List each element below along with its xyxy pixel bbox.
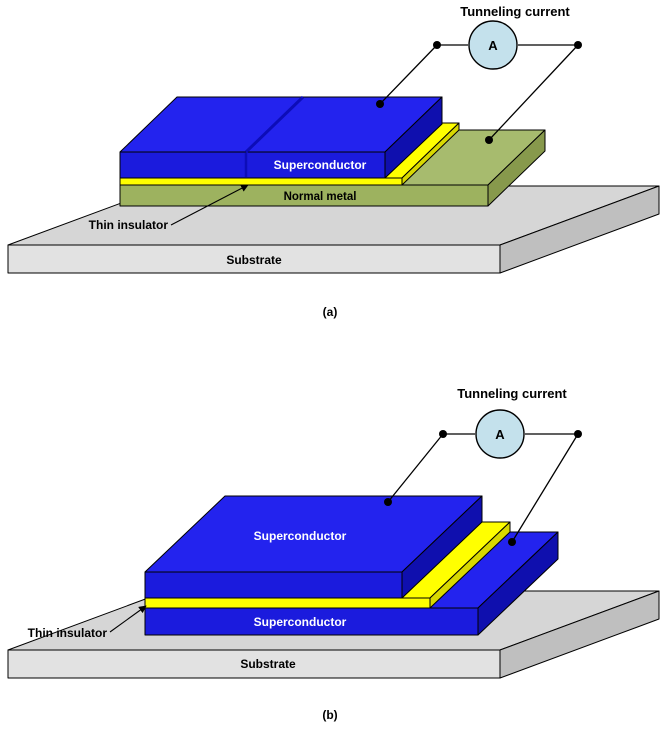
ammeter-b bbox=[475, 409, 525, 459]
substrate-front-face bbox=[7, 649, 501, 679]
substrate-label: Substrate bbox=[226, 253, 282, 267]
contact-dot-bottom-superconductor bbox=[508, 538, 516, 546]
wire-junction-dot bbox=[433, 41, 441, 49]
thin-insulator-label-a: Thin insulator bbox=[89, 218, 169, 232]
normal-metal-label: Normal metal bbox=[284, 191, 357, 203]
wire-junction-dot bbox=[574, 430, 582, 438]
panel-b: Substrate Superconductor Superconductor … bbox=[7, 386, 660, 722]
panel-caption-b: (b) bbox=[322, 708, 337, 722]
contact-dot-superconductor bbox=[376, 100, 384, 108]
top-superconductor-label: Superconductor bbox=[254, 529, 347, 543]
top-superconductor-front-face bbox=[144, 571, 403, 599]
wire-left-diagonal-b bbox=[387, 433, 444, 503]
thin-insulator-leader-a bbox=[170, 184, 249, 226]
panel-a: Substrate Superconductor Normal metal Th… bbox=[7, 4, 660, 319]
tunneling-current-label-b: Tunneling current bbox=[457, 386, 567, 401]
wire-junction-dot bbox=[574, 41, 582, 49]
circuit-a: A Tunneling current bbox=[376, 4, 582, 144]
insulator-front-face bbox=[119, 177, 403, 186]
circuit-b: A Tunneling current bbox=[384, 386, 582, 546]
superconductor-slab-a bbox=[119, 95, 443, 179]
bottom-superconductor-label: Superconductor bbox=[254, 615, 347, 629]
thin-insulator-leader-b bbox=[109, 605, 147, 633]
ammeter-letter-b: A bbox=[495, 427, 505, 442]
wire-junction-dot bbox=[439, 430, 447, 438]
wire-left-diagonal-a bbox=[379, 44, 438, 105]
substrate-front-face bbox=[7, 244, 501, 274]
superconductor-divider-line-top bbox=[244, 95, 305, 154]
panel-caption-a: (a) bbox=[323, 305, 338, 319]
wire-right-diagonal-b bbox=[511, 433, 579, 543]
top-superconductor-slab bbox=[144, 495, 483, 599]
ammeter-letter-a: A bbox=[488, 38, 498, 53]
superconductor-front-face bbox=[119, 151, 386, 179]
tunneling-current-label-a: Tunneling current bbox=[460, 4, 570, 19]
substrate-label: Substrate bbox=[240, 657, 296, 671]
wire-right-diagonal-a bbox=[488, 44, 579, 141]
contact-dot-top-superconductor bbox=[384, 498, 392, 506]
contact-dot-normal-metal bbox=[485, 136, 493, 144]
ammeter-a bbox=[468, 20, 518, 70]
superconductor-label-a: Superconductor bbox=[274, 158, 367, 172]
insulator-front-face bbox=[144, 597, 431, 609]
thin-insulator-label-b: Thin insulator bbox=[28, 626, 108, 640]
